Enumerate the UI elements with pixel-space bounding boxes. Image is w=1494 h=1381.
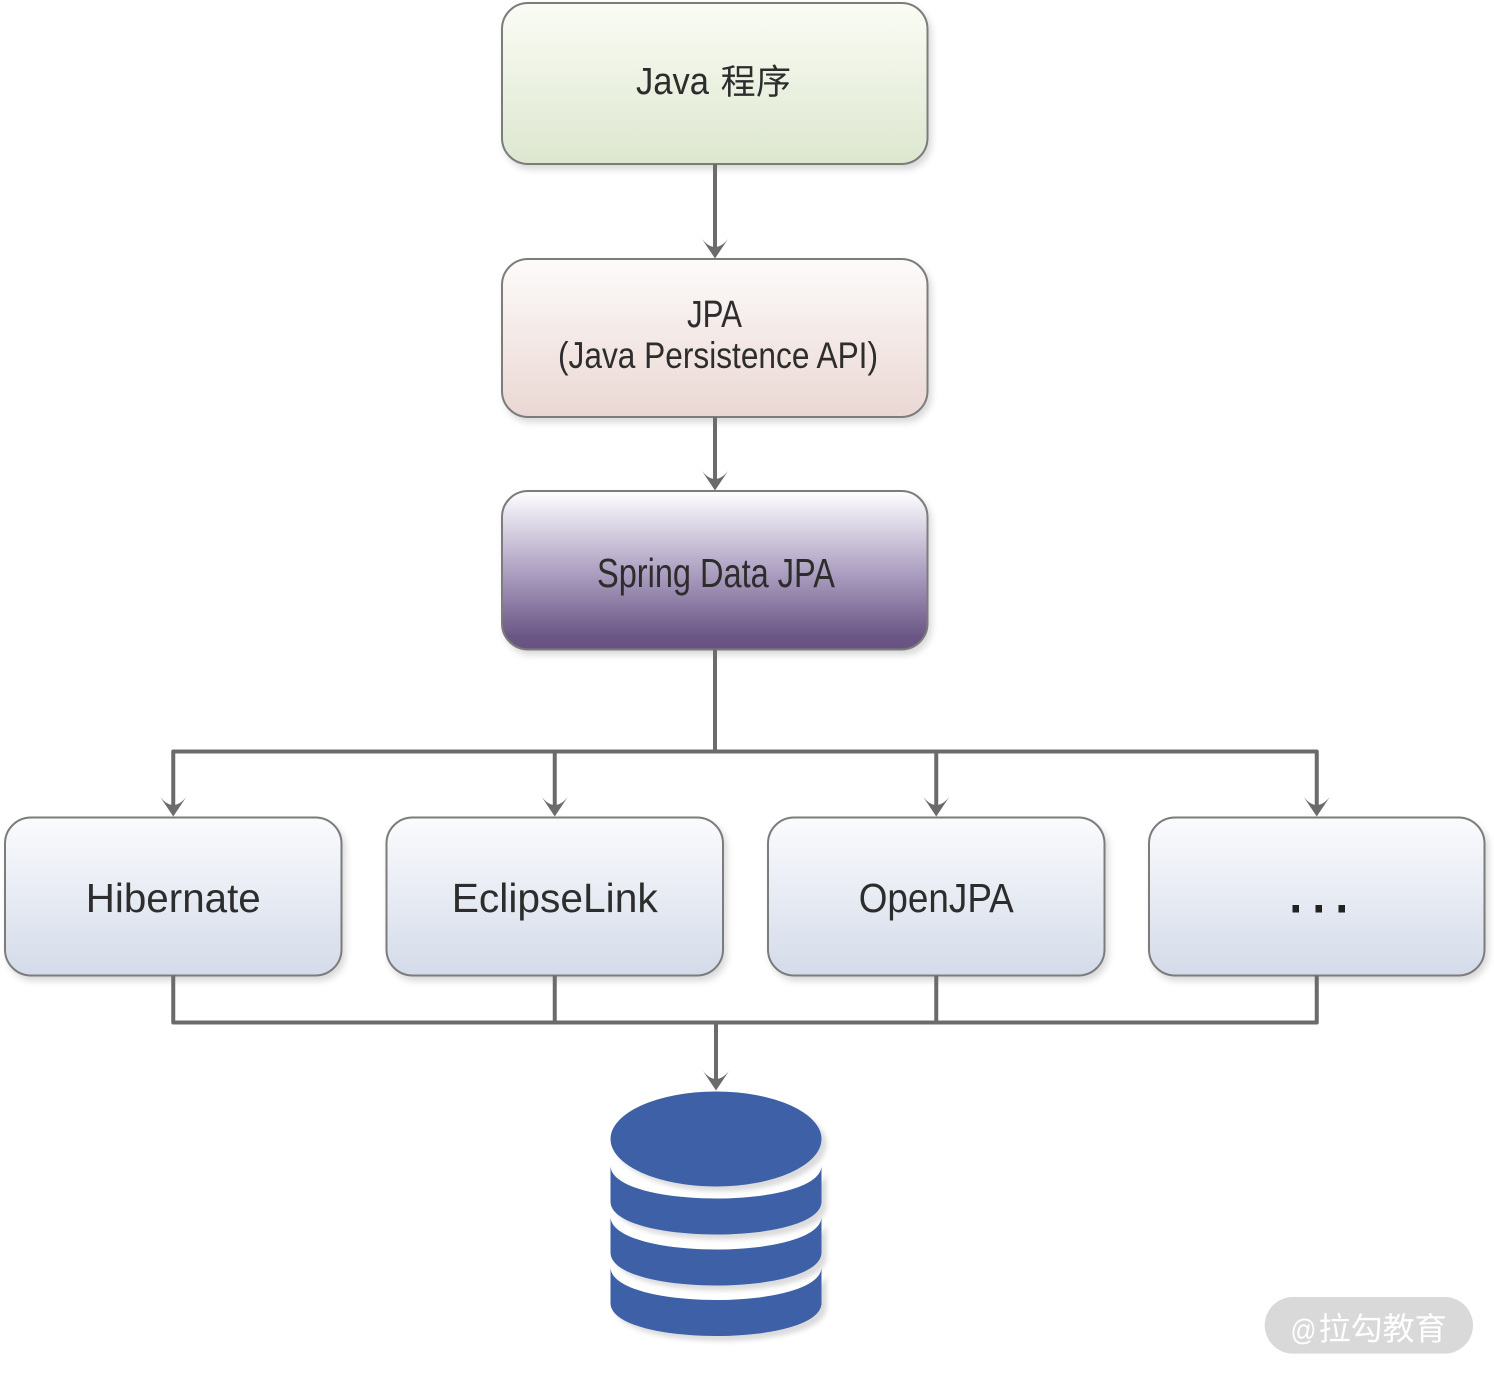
svg-text:(Java Persistence API): (Java Persistence API) bbox=[558, 335, 878, 376]
svg-text:JPA: JPA bbox=[687, 294, 743, 336]
svg-text:@: @ bbox=[1291, 1314, 1317, 1347]
svg-text:Java: Java bbox=[636, 61, 710, 103]
svg-text:Hibernate: Hibernate bbox=[86, 875, 261, 921]
svg-text:OpenJPA: OpenJPA bbox=[859, 875, 1015, 921]
svg-text:Spring Data JPA: Spring Data JPA bbox=[597, 550, 836, 596]
svg-text:EclipseLink: EclipseLink bbox=[452, 875, 658, 921]
